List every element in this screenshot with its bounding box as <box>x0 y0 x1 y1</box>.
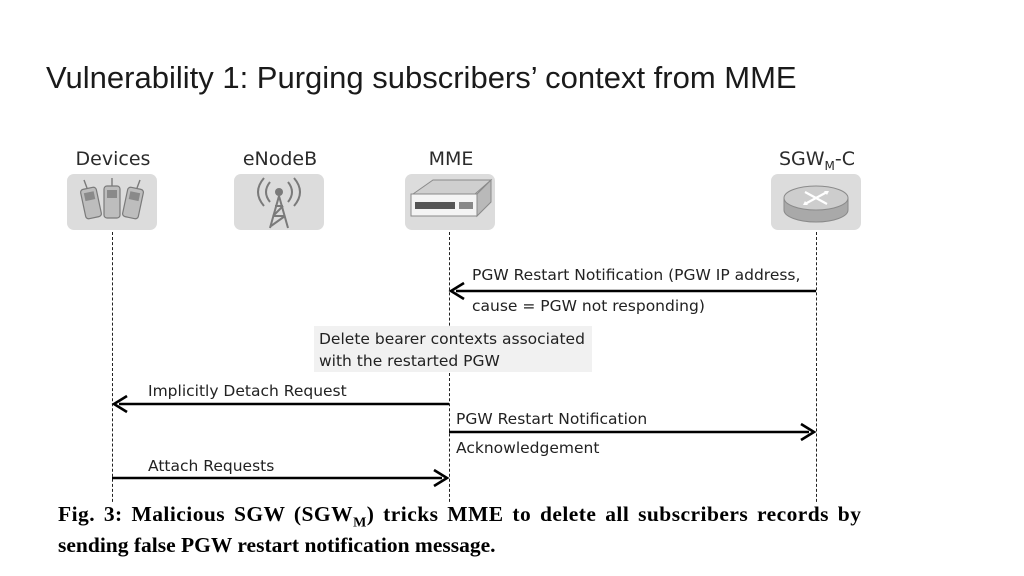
caption-line-1: Fig. 3: Malicious SGW (SGWM) tricks MME … <box>58 502 862 531</box>
lifeline-mme <box>449 232 450 512</box>
arrow-ack <box>449 422 817 442</box>
entity-label-sgw: SGWM-C <box>778 148 856 173</box>
msg-detach: Implicitly Detach Request <box>148 382 347 400</box>
msg-ack-line-1: PGW Restart Notification <box>456 410 648 428</box>
msg-ack-line-2: Acknowledgement <box>456 439 600 457</box>
entity-label-devices: Devices <box>75 148 151 170</box>
server-icon <box>405 174 495 230</box>
caption-line-2: sending false PGW restart notification m… <box>58 533 496 558</box>
mobile-devices-icon <box>67 174 157 230</box>
entity-label-mme: MME <box>428 148 474 170</box>
msg-pgw-restart-line-1: PGW Restart Notification (PGW IP address… <box>472 266 801 284</box>
lifeline-sgw <box>816 232 817 512</box>
arrow-attach <box>112 468 450 488</box>
figure-caption: Fig. 3: Malicious SGW (SGWM) tricks MME … <box>58 502 918 558</box>
process-note <box>314 326 592 372</box>
note-line-2: with the restarted PGW <box>319 352 500 370</box>
note-line-1: Delete bearer contexts associated <box>319 330 585 348</box>
entity-label-enodeb: eNodeB <box>242 148 318 170</box>
arrow-detach <box>111 394 449 414</box>
cell-tower-icon <box>234 174 324 230</box>
lifeline-devices <box>112 232 113 512</box>
arrow-pgw-restart <box>448 281 816 301</box>
msg-attach: Attach Requests <box>148 457 275 475</box>
msg-pgw-restart-line-2: cause = PGW not responding) <box>472 297 705 315</box>
slide-title: Vulnerability 1: Purging subscribers’ co… <box>46 60 797 95</box>
router-icon <box>771 174 861 230</box>
